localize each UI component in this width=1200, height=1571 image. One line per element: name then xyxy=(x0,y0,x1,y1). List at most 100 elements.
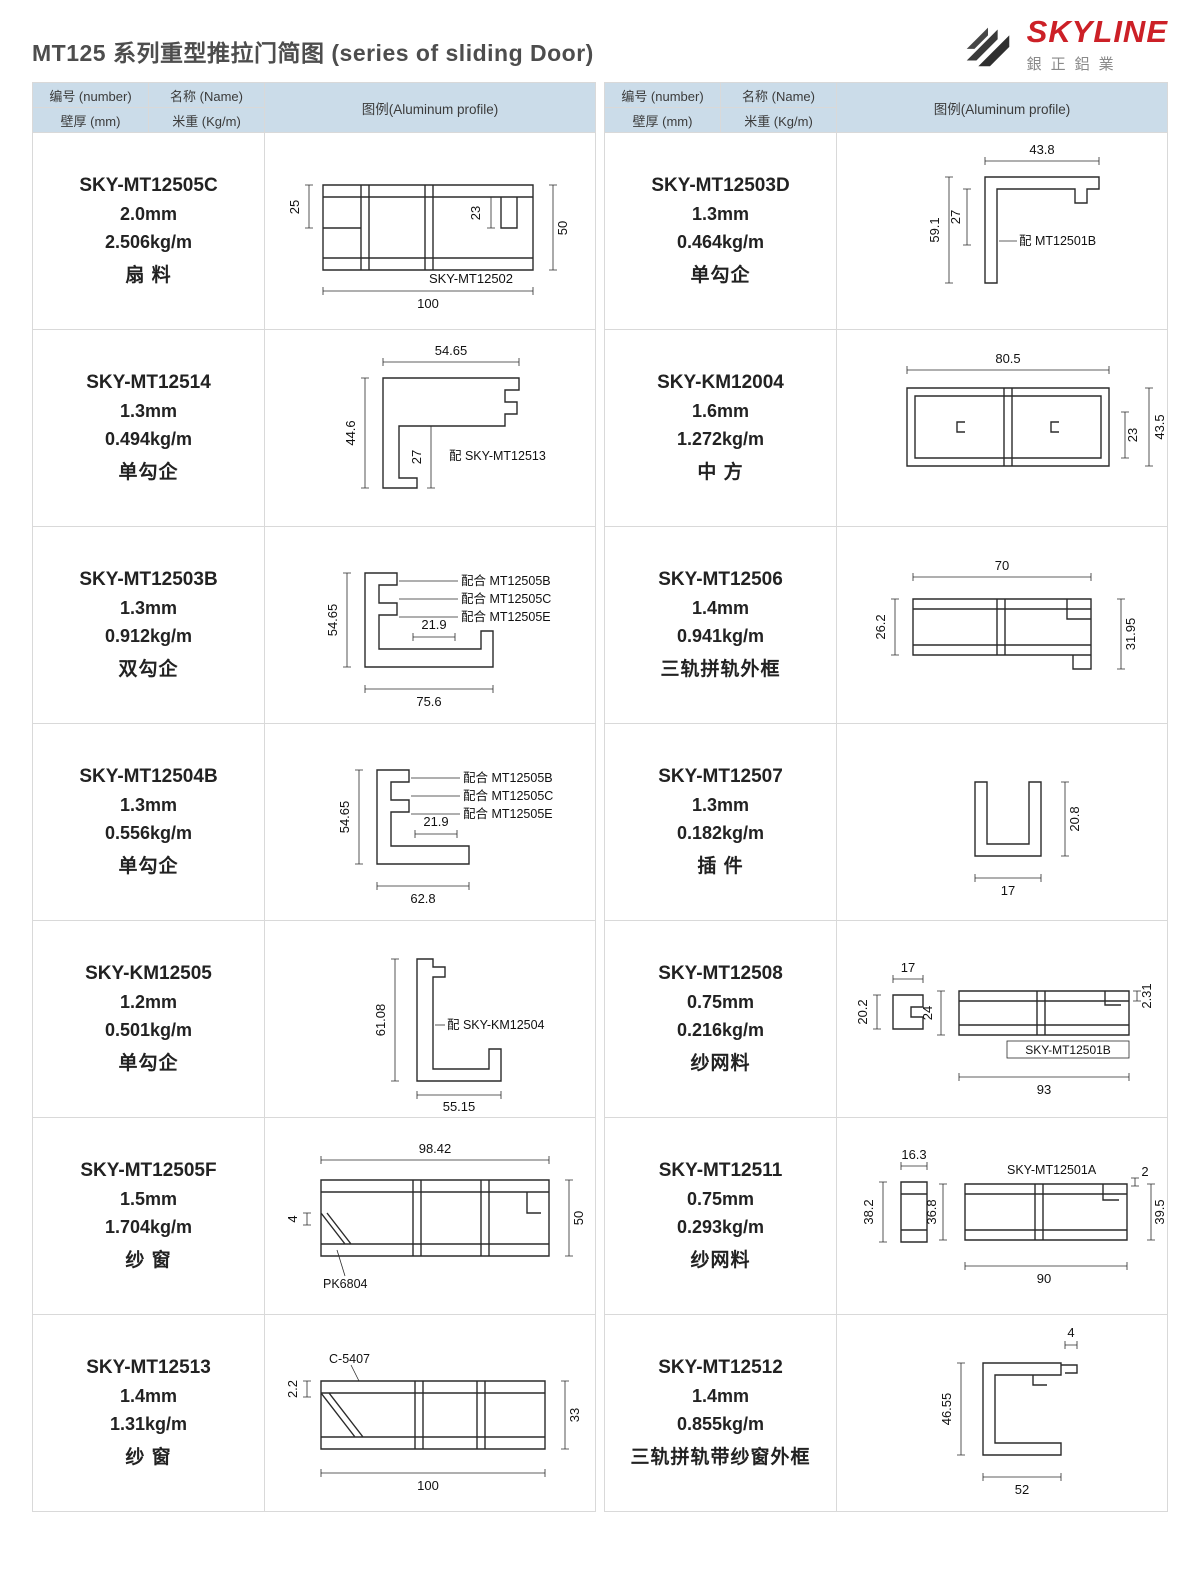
product-code: SKY-MT12505F xyxy=(80,1160,217,1181)
drawing-cell: 54.65 21.9 62.8 配合 MT12505B 配合 MT12505C … xyxy=(265,724,595,920)
profile-table-left: 编号 (number) 名称 (Name) 图例(Aluminum profil… xyxy=(32,82,596,1512)
profile-drawing: 61.08 55.15 配 SKY-KM12504 xyxy=(373,958,545,1114)
product-code: SKY-MT12506 xyxy=(658,569,783,590)
product-weight: 1.704kg/m xyxy=(104,1217,193,1237)
header-legend: 图例(Aluminum profile) xyxy=(837,83,1167,132)
ref-label: 配合 MT12505B xyxy=(463,770,553,785)
dim-text: 20.8 xyxy=(1067,806,1082,831)
dim-text: 61.08 xyxy=(373,1004,388,1037)
header-name: 名称 (Name) xyxy=(721,83,836,107)
ref-label: 配 SKY-KM12504 xyxy=(447,1018,545,1032)
product-weight: 0.855kg/m xyxy=(676,1414,765,1434)
info-cell: SKY-MT12503B 1.3mm 0.912kg/m 双勾企 xyxy=(33,527,264,723)
dim-text: 2.2 xyxy=(285,1380,300,1398)
dim-text: 39.5 xyxy=(1152,1199,1167,1224)
drawing-cell: 4 46.55 52 xyxy=(837,1315,1167,1511)
product-name: 三轨拼轨外框 xyxy=(660,659,781,680)
product-thickness: 1.3mm xyxy=(119,401,178,421)
product-thickness: 1.4mm xyxy=(691,1386,750,1406)
profile-drawing: 80.5 23 43.5 xyxy=(906,351,1167,467)
header-number: 编号 (number) xyxy=(605,83,720,107)
header-weight: 米重 (Kg/m) xyxy=(721,108,836,132)
product-code: SKY-MT12503D xyxy=(651,175,790,196)
header-number: 编号 (number) xyxy=(33,83,148,107)
info-cell: SKY-MT12504B 1.3mm 0.556kg/m 单勾企 xyxy=(33,724,264,920)
product-name: 纱 窗 xyxy=(125,1250,172,1271)
dim-text: 93 xyxy=(1037,1082,1051,1097)
product-weight: 1.31kg/m xyxy=(109,1414,188,1434)
dim-text: 80.5 xyxy=(995,351,1020,366)
dim-text: 26.2 xyxy=(873,614,888,639)
product-thickness: 2.0mm xyxy=(119,204,178,224)
product-weight: 0.941kg/m xyxy=(676,626,765,646)
product-name: 单勾企 xyxy=(118,1053,179,1074)
drawing-cell: 17 20.2 24 2.31 SKY-MT12501B 93 xyxy=(837,921,1167,1117)
dim-text: 17 xyxy=(901,960,915,975)
dim-text: 33 xyxy=(567,1408,582,1422)
dim-text: 21.9 xyxy=(423,814,448,829)
dim-text: 100 xyxy=(417,1478,439,1493)
profile-table-right: 编号 (number) 名称 (Name) 图例(Aluminum profil… xyxy=(604,82,1168,1512)
dim-text: 54.65 xyxy=(325,604,340,637)
product-thickness: 1.3mm xyxy=(119,795,178,815)
info-cell: SKY-MT12505F 1.5mm 1.704kg/m 纱 窗 xyxy=(33,1118,264,1314)
product-name: 单勾企 xyxy=(118,856,179,877)
ref-label: 配 SKY-MT12513 xyxy=(449,449,546,463)
product-weight: 2.506kg/m xyxy=(104,232,193,252)
ref-label: SKY-MT12502 xyxy=(429,271,513,286)
info-cell: SKY-KM12505 1.2mm 0.501kg/m 单勾企 xyxy=(33,921,264,1117)
product-code: SKY-MT12505C xyxy=(79,175,218,196)
product-thickness: 1.5mm xyxy=(119,1189,178,1209)
dim-text: 31.95 xyxy=(1123,618,1138,651)
product-name: 双勾企 xyxy=(118,659,179,680)
dim-text: 27 xyxy=(948,210,963,224)
product-weight: 0.912kg/m xyxy=(104,626,193,646)
dim-text: 23 xyxy=(468,206,483,220)
info-cell: SKY-MT12507 1.3mm 0.182kg/m 插 件 xyxy=(605,724,836,920)
info-cell: SKY-MT12506 1.4mm 0.941kg/m 三轨拼轨外框 xyxy=(605,527,836,723)
product-thickness: 1.3mm xyxy=(119,598,178,618)
page-title: MT125 系列重型推拉门简图 (series of sliding Door) xyxy=(32,40,594,66)
dim-text: 46.55 xyxy=(939,1393,954,1426)
info-cell: SKY-KM12004 1.6mm 1.272kg/m 中 方 xyxy=(605,330,836,526)
product-code: SKY-MT12507 xyxy=(658,766,783,787)
ref-label: PK6804 xyxy=(323,1277,368,1291)
header-weight: 米重 (Kg/m) xyxy=(149,108,264,132)
dim-text: 2.31 xyxy=(1139,983,1154,1008)
profile-drawing: 43.8 59.1 27 配 MT12501B xyxy=(927,142,1100,284)
product-name: 扇 料 xyxy=(125,265,172,286)
drawing-cell: 43.8 59.1 27 配 MT12501B xyxy=(837,133,1167,329)
product-weight: 0.556kg/m xyxy=(104,823,193,843)
drawing-cell: 20.8 17 xyxy=(837,724,1167,920)
dim-text: 36.8 xyxy=(924,1199,939,1224)
profile-drawing: 54.65 44.6 27 配 SKY-MT12513 xyxy=(343,343,546,489)
page-header: MT125 系列重型推拉门简图 (series of sliding Door)… xyxy=(0,0,1200,82)
ref-label: 配合 MT12505E xyxy=(461,609,551,624)
dim-text: 50 xyxy=(555,221,570,235)
product-thickness: 1.3mm xyxy=(691,204,750,224)
dim-text: 43.5 xyxy=(1152,414,1167,439)
product-weight: 1.272kg/m xyxy=(676,429,765,449)
drawing-cell: 25 23 50 100 SKY-MT12502 xyxy=(265,133,595,329)
profile-drawing: 4 46.55 52 xyxy=(939,1325,1078,1497)
product-name: 三轨拼轨带纱窗外框 xyxy=(630,1447,811,1468)
dim-text: 16.3 xyxy=(901,1147,926,1162)
brand-subtitle: 銀正鋁業 xyxy=(1026,56,1123,73)
ref-label: SKY-MT12501B xyxy=(1025,1043,1111,1057)
product-thickness: 1.4mm xyxy=(119,1386,178,1406)
dim-text: 90 xyxy=(1037,1271,1051,1286)
dim-text: 2 xyxy=(1141,1164,1148,1179)
product-code: SKY-MT12504B xyxy=(79,766,218,787)
product-name: 中 方 xyxy=(697,462,744,483)
dim-text: 38.2 xyxy=(861,1199,876,1224)
profile-drawing: 16.3 38.2 36.8 SKY-MT12501A 2 39.5 90 xyxy=(861,1147,1167,1286)
ref-label: 配合 MT12505C xyxy=(461,591,551,606)
info-cell: SKY-MT12505C 2.0mm 2.506kg/m 扇 料 xyxy=(33,133,264,329)
drawing-cell: 98.42 4 50 PK6804 xyxy=(265,1118,595,1314)
header-legend: 图例(Aluminum profile) xyxy=(265,83,595,132)
info-cell: SKY-MT12514 1.3mm 0.494kg/m 单勾企 xyxy=(33,330,264,526)
product-thickness: 1.2mm xyxy=(119,992,178,1012)
profile-drawing: 54.65 21.9 62.8 配合 MT12505B 配合 MT12505C … xyxy=(337,769,553,906)
product-thickness: 0.75mm xyxy=(686,992,755,1012)
product-weight: 0.464kg/m xyxy=(676,232,765,252)
